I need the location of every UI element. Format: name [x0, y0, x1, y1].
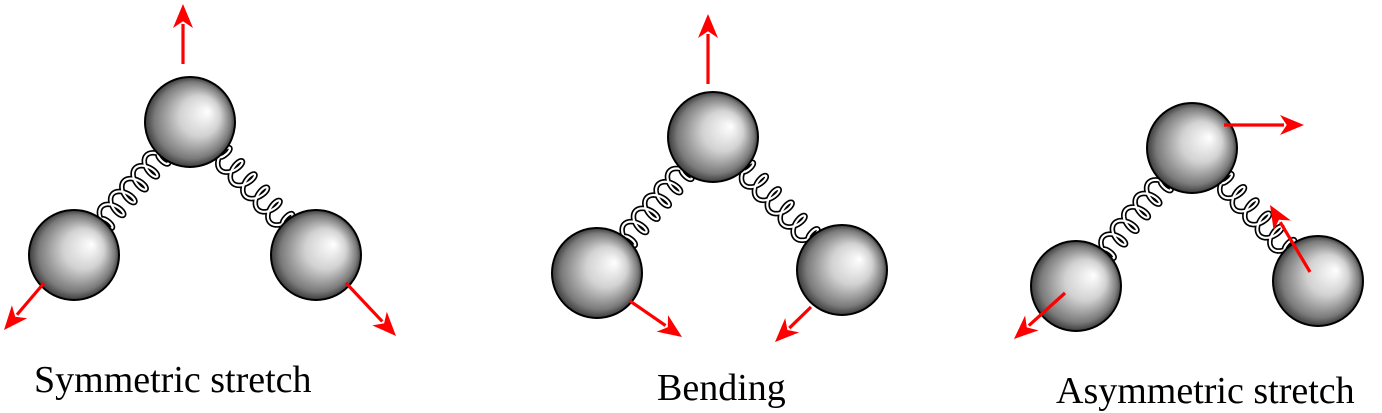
atom-symmetric-right: [270, 209, 362, 301]
spring-symmetric-left: [95, 147, 172, 232]
atom-bending-top: [667, 91, 759, 183]
atom-asymmetric-right: [1272, 235, 1364, 327]
spring-asymmetric-left: [1097, 173, 1174, 262]
spring-bending-right: [736, 159, 821, 247]
arrow-bending-top: [698, 14, 718, 84]
spring-symmetric-right: [212, 144, 296, 231]
atom-bending-right: [796, 224, 888, 316]
atom-asymmetric-left: [1030, 240, 1122, 332]
caption-asymmetric-stretch: Asymmetric stretch: [1056, 370, 1355, 412]
caption-symmetric-stretch: Symmetric stretch: [34, 359, 312, 401]
spring-bending-left: [618, 162, 695, 249]
atom-symmetric-left: [28, 209, 120, 301]
arrow-asymmetric-left: [1014, 291, 1067, 339]
spring-asymmetric-right: [1214, 170, 1298, 257]
arrow-asymmetric-top: [1224, 115, 1304, 135]
arrow-symmetric-left: [4, 281, 46, 330]
atom-symmetric-top: [144, 76, 236, 168]
arrow-bending-left: [629, 299, 682, 337]
arrow-bending-right: [775, 305, 813, 342]
atom-asymmetric-top: [1146, 102, 1238, 194]
arrow-symmetric-right: [344, 281, 396, 336]
arrow-symmetric-top: [173, 4, 193, 64]
atom-bending-left: [551, 227, 643, 319]
caption-bending: Bending: [657, 367, 786, 409]
arrow-asymmetric-right: [1270, 205, 1312, 273]
